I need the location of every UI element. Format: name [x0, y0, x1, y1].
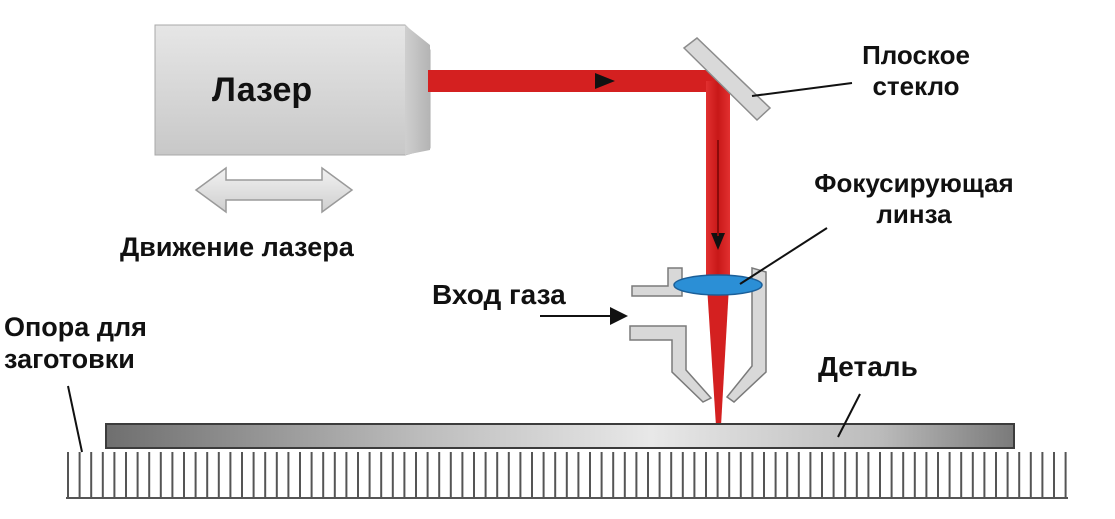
gas-inlet-arrow [540, 307, 628, 325]
focusing-lens [673, 274, 763, 296]
laser-label: Лазер [212, 71, 313, 109]
workpiece-support [66, 452, 1068, 499]
workpiece-plate [105, 423, 1015, 449]
workpiece-support-label-line1: Опора для [4, 312, 147, 342]
focusing-lens-leader [739, 227, 828, 285]
flat-glass-mirror [682, 37, 772, 122]
flat-glass-label-line2: стекло [872, 70, 960, 101]
part-label: Деталь [818, 351, 918, 382]
flat-glass-leader [751, 82, 853, 97]
cutting-nozzle [629, 267, 767, 403]
workpiece-support-label-line2: заготовки [4, 343, 135, 374]
focusing-lens-label-line1: Фокусирующая [814, 168, 1014, 198]
gas-inlet-label: Вход газа [432, 279, 566, 310]
focusing-lens-label-line2: линза [876, 198, 952, 229]
focusing-lens-label: Фокусирующая линза [790, 168, 1038, 229]
beam-direction-arrow-right [595, 73, 615, 89]
flat-glass-label-line1: Плоское [862, 40, 970, 70]
support-leader [67, 385, 83, 453]
laser-movement-arrow-icon [194, 166, 354, 214]
beam-direction-arrow-down [711, 233, 725, 250]
laser-body [154, 24, 431, 156]
laser-movement-label: Движение лазера [120, 232, 354, 262]
part-leader [837, 393, 861, 438]
laser-beam-horizontal [428, 70, 728, 92]
focused-beam-cone [707, 286, 729, 426]
flat-glass-label: Плоское стекло [846, 40, 986, 101]
workpiece-support-label: Опора для заготовки [4, 312, 147, 376]
